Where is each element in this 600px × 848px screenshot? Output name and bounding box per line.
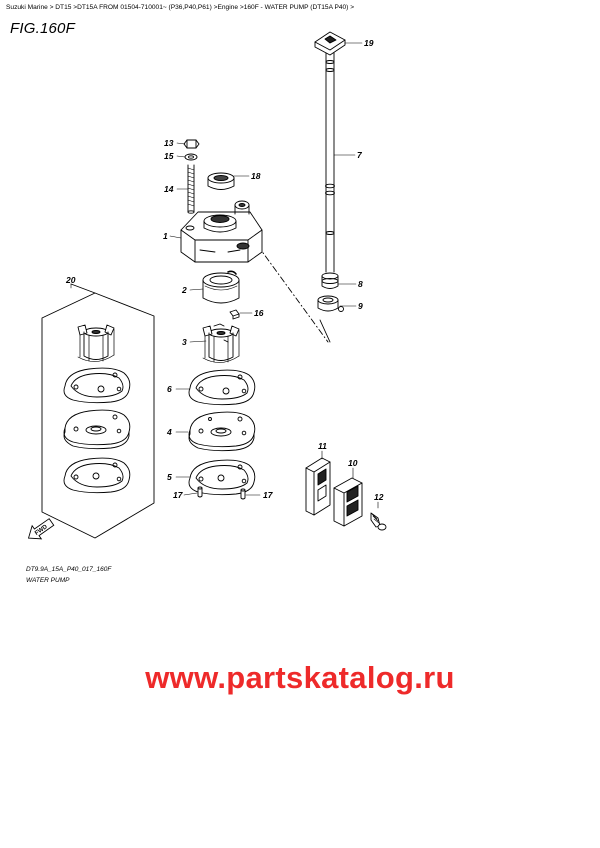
part-11-clip — [305, 457, 331, 516]
callout-18: 18 — [251, 171, 261, 181]
callout-10: 10 — [348, 458, 358, 468]
callout-20: 20 — [65, 275, 76, 285]
callout-16: 16 — [254, 308, 264, 318]
callout-19: 19 — [364, 38, 374, 48]
callouts: 13 15 14 1 2 3 6 4 5 17 17 16 18 19 7 8 … — [65, 38, 384, 502]
callout-15: 15 — [164, 151, 174, 161]
leader-lines — [70, 42, 379, 509]
part-16-key — [229, 309, 240, 320]
part-7-water-tube — [325, 52, 335, 273]
part-3-impeller — [202, 323, 240, 363]
part-2-liner — [202, 270, 240, 304]
part-19-grommet — [314, 31, 346, 56]
callout-6: 6 — [167, 384, 172, 394]
kit-gasket-lower — [63, 457, 131, 494]
part-1-pump-case — [180, 200, 263, 263]
part-6-gasket — [188, 369, 256, 406]
callout-2: 2 — [181, 285, 187, 295]
part-13-nut — [183, 139, 200, 149]
part-9-seal — [317, 295, 344, 312]
kit-impeller — [77, 324, 115, 362]
kit-plate — [63, 409, 131, 450]
callout-14: 14 — [164, 184, 174, 194]
callout-12: 12 — [374, 492, 384, 502]
part-8-grommet — [321, 272, 339, 289]
callout-1: 1 — [163, 231, 168, 241]
breadcrumb: Suzuki Marine > DT15 >DT15A FROM 01504-7… — [6, 4, 355, 11]
kit-gasket-upper — [63, 367, 131, 404]
diagram-caption: WATER PUMP — [26, 577, 70, 584]
part-20-kit-outline — [41, 283, 155, 539]
part-10-holder — [333, 477, 363, 527]
callout-9: 9 — [358, 301, 363, 311]
part-15-washer — [184, 153, 198, 161]
part-4-plate — [188, 411, 256, 452]
part-14-stud — [187, 164, 195, 214]
callout-17-left: 17 — [173, 490, 184, 500]
callout-11: 11 — [318, 441, 327, 451]
callout-7: 7 — [357, 150, 363, 160]
watermark: www.partskatalog.ru — [145, 660, 455, 695]
callout-8: 8 — [358, 279, 363, 289]
fwd-arrow-icon: FWD — [27, 518, 55, 540]
callout-17-right: 17 — [263, 490, 274, 500]
callout-5: 5 — [167, 472, 172, 482]
diagram-code: DT9.9A_15A_P40_017_160F — [26, 566, 112, 573]
part-12-screw — [370, 512, 387, 531]
callout-4: 4 — [166, 427, 172, 437]
part-17-pins — [197, 486, 246, 500]
figure-title: FIG.160F — [10, 20, 75, 37]
callout-3: 3 — [182, 337, 187, 347]
part-5-gasket — [188, 459, 256, 496]
part-18-seal — [207, 172, 235, 190]
callout-13: 13 — [164, 138, 174, 148]
